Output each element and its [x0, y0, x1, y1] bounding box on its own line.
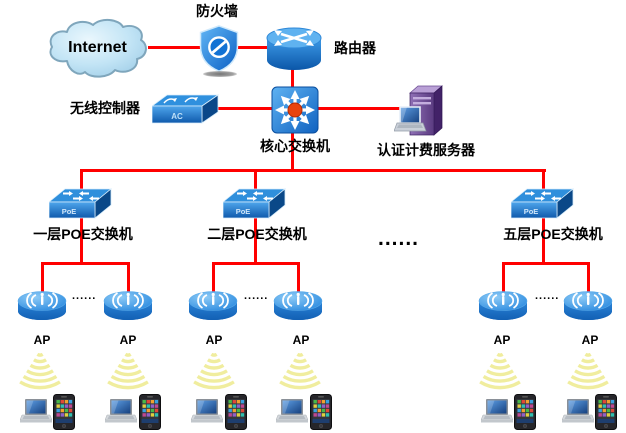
branch-bar-3 [502, 262, 590, 265]
ap-ellipsis: ...... [72, 290, 97, 302]
link-poe3-branch [542, 216, 545, 265]
poe-badge-2: PoE [236, 207, 251, 216]
firewall-label: 防火墙 [196, 3, 238, 19]
ap-ellipsis: ...... [535, 290, 560, 302]
laptop-icon [562, 399, 594, 425]
server-laptop [394, 106, 427, 132]
switch-ellipsis: ...... [378, 227, 420, 250]
laptop-icon [20, 399, 52, 425]
link-ap3-drop [212, 262, 215, 292]
firewall-icon [199, 25, 239, 73]
internet-cloud: Internet [45, 17, 150, 79]
poe-switch-2-icon: PoE [223, 186, 287, 220]
link-core-server [317, 107, 402, 110]
link-internet-firewall [148, 46, 201, 49]
branch-bar-2 [212, 262, 300, 265]
core-switch-label: 核心交换机 [260, 138, 330, 154]
laptop-icon [276, 399, 308, 425]
wifi-signal-icon [474, 349, 526, 391]
firewall-shadow [203, 71, 237, 77]
ap-label: AP [493, 333, 511, 347]
poe-switch-2-label: 二层POE交换机 [207, 226, 307, 242]
ap-label: AP [581, 333, 599, 347]
smartphone-icon [514, 394, 536, 430]
router-icon [266, 27, 322, 72]
antenna-icon [197, 292, 229, 309]
link-ap1-drop [41, 262, 44, 292]
wifi-signal-icon [102, 349, 154, 391]
wifi-signal-icon [188, 349, 240, 391]
ap-label: AP [119, 333, 137, 347]
auth-server-label: 认证计费服务器 [377, 142, 475, 158]
auth-server-icon [394, 85, 446, 143]
link-ac-core [217, 107, 274, 110]
poe-switch-3-label: 五层POE交换机 [503, 226, 603, 242]
link-bus-poe1 [80, 169, 83, 190]
laptop-icon [481, 399, 513, 425]
wireless-controller-icon: AC [152, 93, 220, 125]
ap-icon [17, 289, 67, 321]
ac-badge: AC [171, 112, 183, 121]
antenna-icon [112, 292, 144, 309]
link-ap4-drop [297, 262, 300, 292]
laptop-icon [105, 399, 137, 425]
core-switch-icon [271, 86, 319, 134]
wifi-signal-icon [562, 349, 614, 391]
wifi-signal-icon [14, 349, 66, 391]
router-label: 路由器 [334, 40, 376, 56]
link-ap6-drop [587, 262, 590, 292]
antenna-icon [282, 292, 314, 309]
cloud-icon [49, 19, 147, 78]
smartphone-icon [139, 394, 161, 430]
ap-label: AP [292, 333, 310, 347]
smartphone-icon [225, 394, 247, 430]
ap-icon [188, 289, 238, 321]
link-ap2-drop [127, 262, 130, 292]
internet-label: Internet [68, 39, 127, 56]
ap-ellipsis: ...... [244, 290, 269, 302]
link-firewall-router [236, 46, 269, 49]
ap-icon [478, 289, 528, 321]
wifi-signal-icon [274, 349, 326, 391]
smartphone-icon [310, 394, 332, 430]
ap-label: AP [33, 333, 51, 347]
ap-label: AP [205, 333, 223, 347]
link-bus-poe2 [254, 169, 257, 190]
link-ap5-drop [502, 262, 505, 292]
poe-switch-1-icon: PoE [49, 186, 113, 220]
link-bus-poe3 [542, 169, 545, 190]
poe-badge-3: PoE [524, 207, 539, 216]
poe-switch-1-label: 一层POE交换机 [33, 226, 133, 242]
ap-icon [563, 289, 613, 321]
smartphone-icon [53, 394, 75, 430]
branch-bar-1 [41, 262, 130, 265]
poe-switch-3-icon: PoE [511, 186, 575, 220]
poe-badge-1: PoE [62, 207, 77, 216]
link-poe2-branch [254, 216, 257, 265]
smartphone-icon [595, 394, 617, 430]
laptop-icon [191, 399, 223, 425]
antenna-icon [487, 292, 519, 309]
antenna-icon [26, 292, 58, 309]
link-router-core [291, 69, 294, 89]
ap-icon [103, 289, 153, 321]
link-poe1-branch [80, 216, 83, 265]
link-bus [80, 169, 546, 172]
antenna-icon [572, 292, 604, 309]
wireless-controller-label: 无线控制器 [70, 100, 140, 116]
ap-icon [273, 289, 323, 321]
link-core-bus [291, 131, 294, 171]
